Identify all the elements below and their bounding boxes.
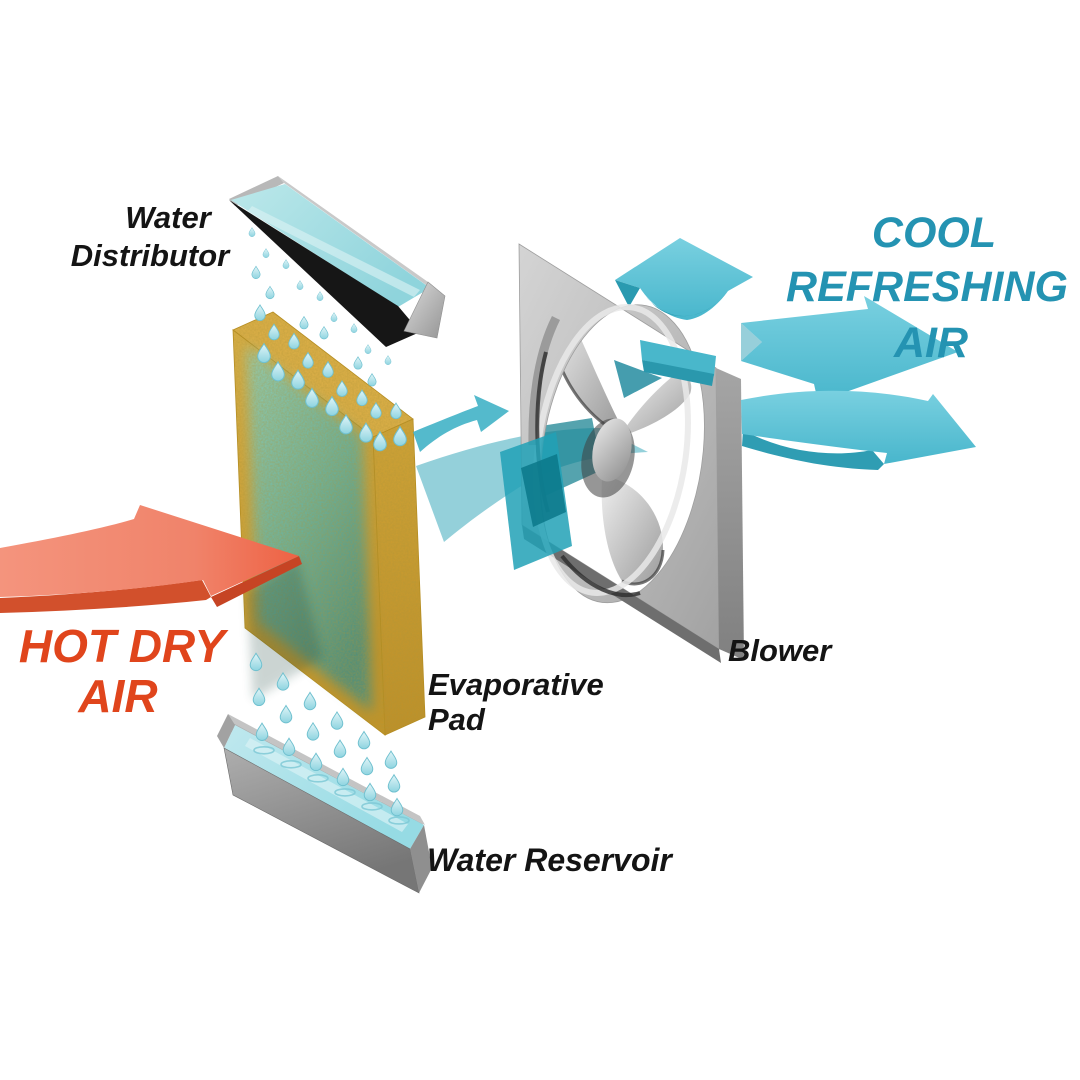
cool-arrow-up xyxy=(615,238,753,320)
cool-arrow-swoop-body xyxy=(741,390,976,464)
entry-air-front xyxy=(500,340,716,570)
cool-air-label-line3: AIR xyxy=(893,319,968,367)
distributor-rim-back xyxy=(278,176,433,290)
reservoir-end-cap xyxy=(410,825,432,893)
cool-arrow-up-barb-fold xyxy=(615,280,640,307)
fan-rim-depth xyxy=(528,315,561,446)
water-distributor-label-line2: Distributor xyxy=(71,238,231,273)
water-drop xyxy=(282,259,290,269)
drip-field-bottom xyxy=(249,652,410,825)
hot-dry-air-label-line2: AIR xyxy=(77,670,157,722)
hot-dry-air-label-line1: HOT DRY xyxy=(19,620,229,672)
blower-label: Blower xyxy=(728,633,833,668)
water-drop xyxy=(367,373,377,387)
fan-rim-dark-bottom xyxy=(560,554,641,598)
water-drop xyxy=(384,750,398,769)
evaporative-pad-label-line2: Pad xyxy=(428,702,486,737)
water-drop xyxy=(251,265,261,279)
water-drop xyxy=(364,344,372,354)
water-drop xyxy=(387,774,401,793)
hot-arrow-body xyxy=(0,505,299,597)
fan-blade-right xyxy=(624,372,692,434)
water-splash-ripple xyxy=(253,745,275,755)
water-drop xyxy=(330,711,344,730)
cool-band-over-corner-underside xyxy=(642,360,714,386)
cool-arrow-swoop-underside xyxy=(742,430,884,470)
labels: Water Distributor HOT DRY AIR Evaporativ… xyxy=(19,200,1068,878)
reservoir-left-cap xyxy=(217,714,235,748)
cool-air-label-line2: REFRESHING xyxy=(786,263,1068,311)
water-drop xyxy=(330,312,338,322)
water-drop xyxy=(316,291,324,301)
water-drop xyxy=(353,356,363,370)
water-drop xyxy=(248,227,256,237)
distributor-end-cap xyxy=(403,281,446,339)
water-drop xyxy=(303,691,317,711)
entry-band-front-dark xyxy=(521,454,566,527)
water-drop xyxy=(363,782,377,802)
water-drop xyxy=(262,248,270,258)
water-drop xyxy=(336,767,350,787)
cool-arrow-mid-body xyxy=(741,296,958,402)
distributor-underside xyxy=(229,200,420,347)
cool-arrow-up-body xyxy=(615,238,753,320)
water-drop xyxy=(296,280,304,290)
water-drop xyxy=(254,304,266,322)
water-drop xyxy=(282,737,296,757)
water-splash-ripple xyxy=(307,774,329,783)
hot-air-arrow xyxy=(0,505,302,613)
entry-arrow-small xyxy=(413,395,509,452)
distributor-water-highlight xyxy=(247,206,420,297)
water-drop xyxy=(255,722,269,741)
water-reservoir-label: Water Reservoir xyxy=(427,842,673,878)
water-distributor xyxy=(229,176,446,347)
water-drop xyxy=(390,797,404,817)
water-drop xyxy=(299,316,309,330)
water-splash-ripple xyxy=(334,788,356,797)
entry-arrowhead-in-fan xyxy=(614,360,662,398)
water-drop xyxy=(319,326,329,340)
water-drop xyxy=(279,705,293,724)
water-drop xyxy=(333,739,347,758)
cool-air-label-line1: COOL xyxy=(872,209,996,257)
water-splash-ripple xyxy=(388,816,410,825)
water-drop xyxy=(350,323,358,333)
hot-arrow-head-underside xyxy=(211,556,302,607)
blower-fan xyxy=(518,243,744,663)
evaporative-pad-label-line1: Evaporative xyxy=(428,667,604,702)
water-splash-ripple xyxy=(280,760,302,769)
cool-arrow-mid xyxy=(741,296,958,402)
water-drop xyxy=(360,756,374,776)
water-drop xyxy=(357,731,371,750)
water-drop xyxy=(306,722,320,741)
water-drop xyxy=(384,355,392,365)
cool-arrow-mid-tail-fold xyxy=(741,323,762,361)
water-distributor-label-line1: Water xyxy=(125,200,213,235)
cool-band-over-corner xyxy=(640,340,716,376)
pad-shadow xyxy=(247,560,322,700)
water-drop xyxy=(309,752,323,772)
water-drop xyxy=(265,286,275,300)
cool-arrow-swoop xyxy=(741,390,976,470)
fan-frame-side xyxy=(716,368,744,660)
water-splash-ripple xyxy=(361,802,383,811)
fan-hub xyxy=(592,418,632,482)
hot-arrow-underside xyxy=(0,580,211,613)
